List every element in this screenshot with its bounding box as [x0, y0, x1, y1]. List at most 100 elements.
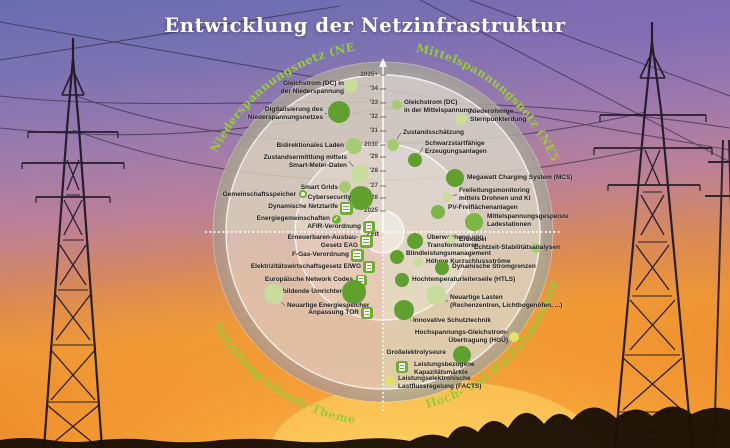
tree-silhouette: [0, 406, 730, 448]
axis-tick-label: '29: [369, 153, 378, 160]
axis-tick-label: '34: [369, 85, 378, 92]
axis-tick-label: 2025: [363, 207, 378, 214]
axis-tick-label: '27: [369, 182, 378, 189]
radar-item-dot: [351, 165, 369, 183]
radar-item-dot: [509, 332, 519, 342]
radar-item-dot: [455, 113, 467, 125]
leader-line: [281, 301, 286, 307]
radar-item-label: Cybersecurity: [307, 194, 351, 201]
radar-item-label: Neuartige Lasten(Rechenzentren, Lichtbog…: [450, 294, 563, 309]
radar-item-label: Gleichstrom (DC)in der Mittelspannung: [404, 99, 472, 114]
leader-lines: [281, 87, 458, 321]
axis-tick-label: '33: [369, 99, 378, 106]
document-icon: [350, 248, 364, 262]
axis-title: Zeit: [366, 231, 379, 238]
document-icon: [361, 307, 373, 319]
radar-item-dot: [447, 236, 455, 244]
radar-item-label: Hochspannungs-Gleichstrom-Übertragung (H…: [414, 329, 508, 344]
leader-line: [419, 147, 424, 154]
radar-item-dot: [390, 250, 404, 264]
ring-icon: [299, 190, 307, 198]
radar-item-dot: [407, 233, 423, 249]
time-axis: [379, 58, 387, 232]
radar-item-label: Höhere Kurzschlussströme: [426, 258, 511, 265]
pylon-left: [21, 38, 125, 448]
document-icon: [355, 274, 367, 286]
radar-item-dot: [392, 100, 402, 110]
document-icon: [339, 201, 353, 215]
radar-item-dot: [394, 300, 414, 320]
radar-item-dot: [387, 139, 399, 151]
radar-item-label: Energiegemeinschaften: [256, 215, 330, 222]
radar-item-dot: [328, 101, 350, 123]
radar-item-dot: [453, 346, 471, 364]
radar-item-label: Elektrizitätswirtschaftsgesetz ElWG: [250, 263, 361, 270]
pylon-right-edge: [705, 139, 730, 448]
radar-item-dot: [346, 138, 362, 154]
radar-item-label: Großelektrolyseure: [386, 349, 446, 356]
radar-item-dot: [431, 205, 445, 219]
radar-item-label: Zustandsschätzung: [403, 129, 465, 136]
radar-item-dot: [342, 280, 366, 304]
radar-item-dot: [344, 79, 358, 93]
radar-item-dot: [339, 181, 351, 193]
document-icon: [363, 261, 375, 273]
radar-item-label: Echtzeit-Stabilitätsanalysen: [474, 244, 560, 251]
radar-item-label: Hochtemperaturleiterseile (HTLS): [412, 276, 516, 283]
radar-item-dot: [442, 192, 452, 202]
axis-arrow-icon: [379, 58, 387, 67]
radar-item-label: Blindleistungsmanagement: [406, 250, 491, 257]
radar-item-dot: [435, 261, 449, 275]
axis-tick-label: '28: [369, 167, 378, 174]
check-icon: ✓: [331, 214, 341, 224]
radar-item-dot: [446, 169, 464, 187]
radar-item-dot: [465, 213, 483, 231]
radar-item-label: Dynamische Stromgrenzen: [452, 263, 536, 270]
radar-item-label: Megawatt Charging System (MCS): [467, 174, 573, 181]
document-icon: [359, 234, 373, 248]
radar-item-label: Innovative Schutztechnik: [413, 317, 492, 324]
axis-tick-label: '31: [369, 127, 378, 134]
radar-item-dot: [349, 186, 373, 210]
radar-item-label: Netzbildende Umrichter: [269, 288, 342, 295]
radar-item-label: Smart Grids: [300, 184, 338, 191]
leader-line: [452, 194, 458, 196]
radar-item-label: AFIR-Verordnung: [307, 223, 361, 230]
radar-item-label: Gemeinschaftsspeicher: [222, 191, 296, 198]
radar-item-dot: [264, 284, 284, 304]
radar-item-dot: [413, 257, 423, 267]
radar-item-dot: [385, 376, 395, 386]
radar-item-dot: [408, 153, 422, 167]
page-title: Entwicklung der Netzinfrastruktur: [164, 14, 566, 37]
radar-item-dot: [531, 243, 541, 253]
leader-line: [396, 132, 402, 140]
radar-item-dot: [426, 285, 446, 305]
document-icon: [363, 221, 375, 233]
radar-item-label: Erdkabel: [459, 236, 487, 243]
radar-item-label: Neuartige Energiespeicher: [287, 302, 370, 309]
document-icon: [396, 361, 408, 373]
radar-item-label: PV-Freiflächenanlagen: [448, 204, 518, 211]
radar-item-label: Anpassung TOR: [308, 309, 359, 316]
axis-tick-label: '26: [369, 194, 378, 201]
radar-item-dot: [395, 273, 409, 287]
pylon-right: [593, 22, 713, 448]
radar-item-label: F-Gas-Verordnung: [291, 251, 349, 258]
radar-item-label: Dynamische Netztarife: [268, 203, 338, 210]
axis-tick-label: 2030: [363, 141, 378, 148]
leader-line: [445, 299, 449, 302]
radar-item-label: Bidirektionales Laden: [276, 142, 344, 149]
